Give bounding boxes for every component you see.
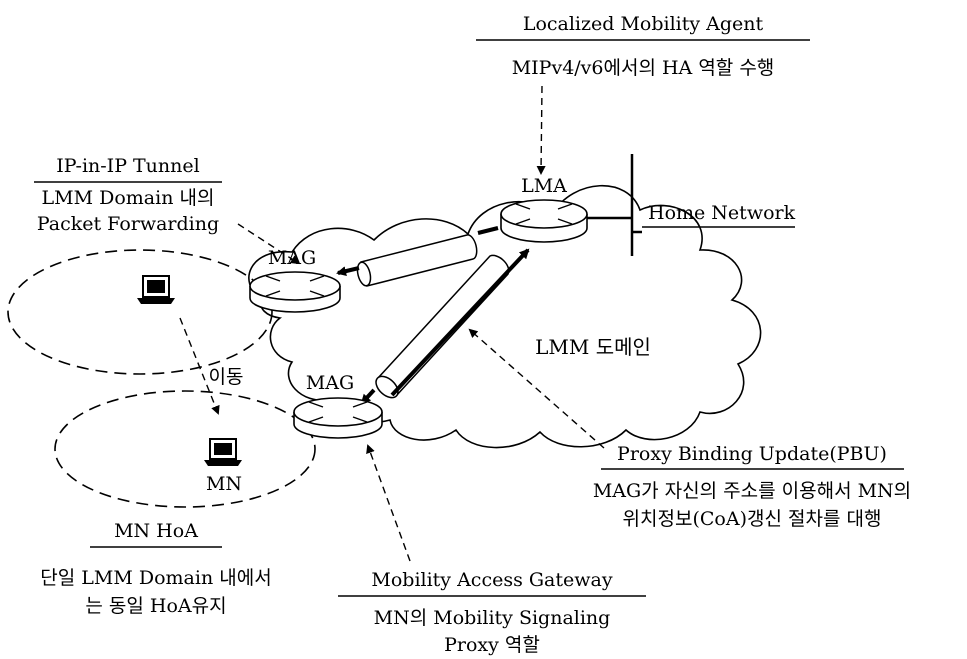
mn-hoa-desc-line2: 는 동일 HoA유지 [85,595,226,617]
mn-hoa-title: MN HoA [114,520,198,542]
mag-info-title: Mobility Access Gateway [371,569,612,591]
mag-bottom-router-icon [293,397,383,439]
mn-label: MN [206,473,242,495]
mn-hoa-desc-line1: 단일 LMM Domain 내에서 [40,567,271,589]
mn-cell-top [7,249,273,375]
pbu-title: Proxy Binding Update(PBU) [617,443,887,465]
mag-info-desc-line2: Proxy 역할 [444,634,540,656]
move-label: 이동 [209,366,244,388]
lma-router-label: LMA [521,175,567,197]
lma-router-icon [500,199,588,243]
mn-cell-bottom [54,390,316,508]
mag-top-router-icon [249,271,341,313]
tunnel-desc-line2: Packet Forwarding [37,213,219,235]
mag-callout-arrow [366,444,411,562]
laptop-icon [137,275,175,304]
lma-description: MIPv4/v6에서의 HA 역할 수행 [512,57,775,79]
lma-title: Localized Mobility Agent [523,13,764,35]
mag-info-desc-line1: MN의 Mobility Signaling [374,607,611,629]
tunnel-title: IP-in-IP Tunnel [56,155,199,177]
movement-arrow [179,317,220,415]
pbu-desc-line1: MAG가 자신의 주소를 이용해서 MN의 [593,480,911,502]
home-network-label: Home Network [648,202,796,224]
pbu-callout-arrow [468,328,605,449]
mn-laptop-icon [204,438,242,466]
lma-callout-arrow [536,85,546,175]
mag-top-label: MAG [268,247,316,269]
pbu-signal-arrow [390,248,530,397]
tunnel-lma-mag-top [336,226,499,287]
pbu-desc-line2: 위치정보(CoA)갱신 절차를 대행 [623,508,882,530]
label-underlines [34,39,904,597]
mag-bottom-label: MAG [306,372,354,394]
tunnel-desc-line1: LMM Domain 내의 [42,187,215,209]
lmm-domain-label: LMM 도메인 [535,335,651,359]
